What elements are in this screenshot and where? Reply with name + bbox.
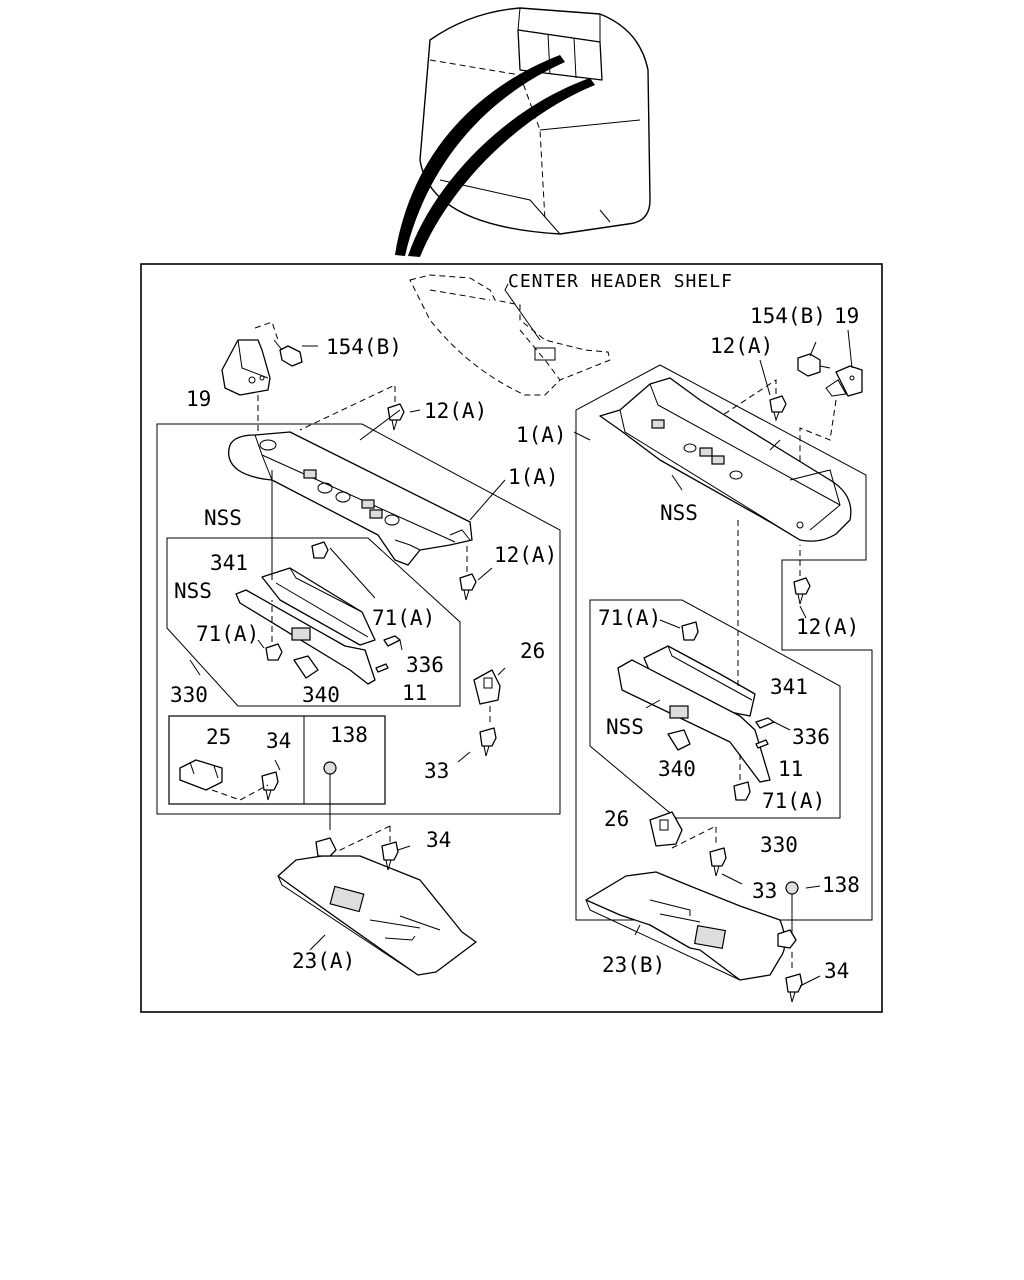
label-341-right: 341 (770, 675, 808, 699)
diagram-frame (140, 263, 883, 1013)
left-screw-34-bottom (381, 841, 399, 871)
left-bolt-154b (273, 339, 303, 367)
left-shelf-1a (227, 431, 473, 566)
label-336-left: 336 (406, 653, 444, 677)
label-34-left-bottom: 34 (426, 828, 451, 852)
label-330-right: 330 (760, 833, 798, 857)
label-12a-top-left: 12(A) (424, 399, 487, 423)
label-71a-right-a: 71(A) (598, 606, 661, 630)
right-screw-12a-low (793, 577, 811, 605)
left-lid-341 (261, 567, 376, 646)
left-screw-71a-top (311, 541, 329, 559)
label-1a-right: 1(A) (516, 423, 567, 447)
right-latch-340 (667, 729, 691, 751)
label-71a-right-b: 71(A) (762, 789, 825, 813)
left-screw-34-box (261, 771, 279, 801)
left-bracket-base (315, 837, 337, 857)
label-340-left: 340 (302, 683, 340, 707)
label-34-left-box: 34 (266, 729, 291, 753)
right-garnish-nss (617, 659, 771, 783)
right-pin-11 (755, 739, 769, 749)
right-hook-26 (649, 811, 683, 847)
right-bracket-base (777, 929, 797, 949)
callout-labels: CENTER HEADER SHELF 154(B) 19 12(A) 1(A)… (170, 271, 860, 983)
label-19-left: 19 (186, 387, 211, 411)
left-screw-71a-bot (265, 643, 283, 661)
label-138-left: 138 (330, 723, 368, 747)
label-12a-mid-left: 12(A) (494, 543, 557, 567)
label-1a-left: 1(A) (508, 465, 559, 489)
label-154b-right: 154(B) (750, 304, 826, 328)
label-336-right: 336 (792, 725, 830, 749)
left-hook-26 (473, 669, 501, 705)
right-screw-12a-top (769, 395, 787, 422)
label-11-right: 11 (778, 757, 803, 781)
label-71a-left-a: 71(A) (372, 606, 435, 630)
label-341-left: 341 (210, 551, 248, 575)
right-screw-71a-bot (733, 781, 751, 801)
left-lamp-25 (179, 759, 223, 791)
label-nss-right-top: NSS (660, 501, 698, 525)
label-12a-right-low: 12(A) (796, 615, 859, 639)
label-26-left: 26 (520, 639, 545, 663)
label-12a-top-right: 12(A) (710, 334, 773, 358)
right-clip-336 (755, 717, 775, 729)
label-33-right: 33 (752, 879, 777, 903)
right-screw-33 (709, 847, 727, 877)
right-nut-138 (785, 881, 799, 895)
left-nut-138 (323, 761, 337, 775)
label-23b: 23(B) (602, 953, 665, 977)
left-latch-340 (293, 655, 319, 679)
cab-overview-drawing (395, 7, 651, 257)
label-25-left: 25 (206, 725, 231, 749)
label-26-right: 26 (604, 807, 629, 831)
right-shelf-1a (599, 377, 852, 542)
right-bolt-154b (797, 353, 831, 377)
label-340-right: 340 (658, 757, 696, 781)
right-visor-23b (585, 871, 786, 981)
label-nss-right-mid: NSS (606, 715, 644, 739)
label-330-left: 330 (170, 683, 208, 707)
left-pin-11 (375, 663, 389, 673)
left-bracket-19 (221, 339, 271, 396)
left-visor-23a (277, 855, 477, 976)
left-screw-33 (479, 727, 497, 757)
right-screw-34-bottom (785, 973, 803, 1003)
label-11-left: 11 (402, 681, 427, 705)
left-garnish-nss (235, 589, 376, 685)
right-bracket-19 (825, 365, 863, 397)
label-19-right: 19 (834, 304, 859, 328)
label-154b-left: 154(B) (326, 335, 402, 359)
label-23a: 23(A) (292, 949, 355, 973)
label-138-right: 138 (822, 873, 860, 897)
left-clip-336 (383, 635, 403, 651)
right-screw-71a-top (681, 621, 699, 641)
label-center-header-shelf: CENTER HEADER SHELF (508, 271, 733, 292)
center-header-shelf-drawing (409, 274, 611, 396)
label-33-left: 33 (424, 759, 449, 783)
label-nss-left-mid: NSS (174, 579, 212, 603)
left-screw-12a-mid (459, 573, 477, 601)
label-34-right-bottom: 34 (824, 959, 849, 983)
label-nss-left-top: NSS (204, 506, 242, 530)
label-71a-left-b: 71(A) (196, 622, 259, 646)
